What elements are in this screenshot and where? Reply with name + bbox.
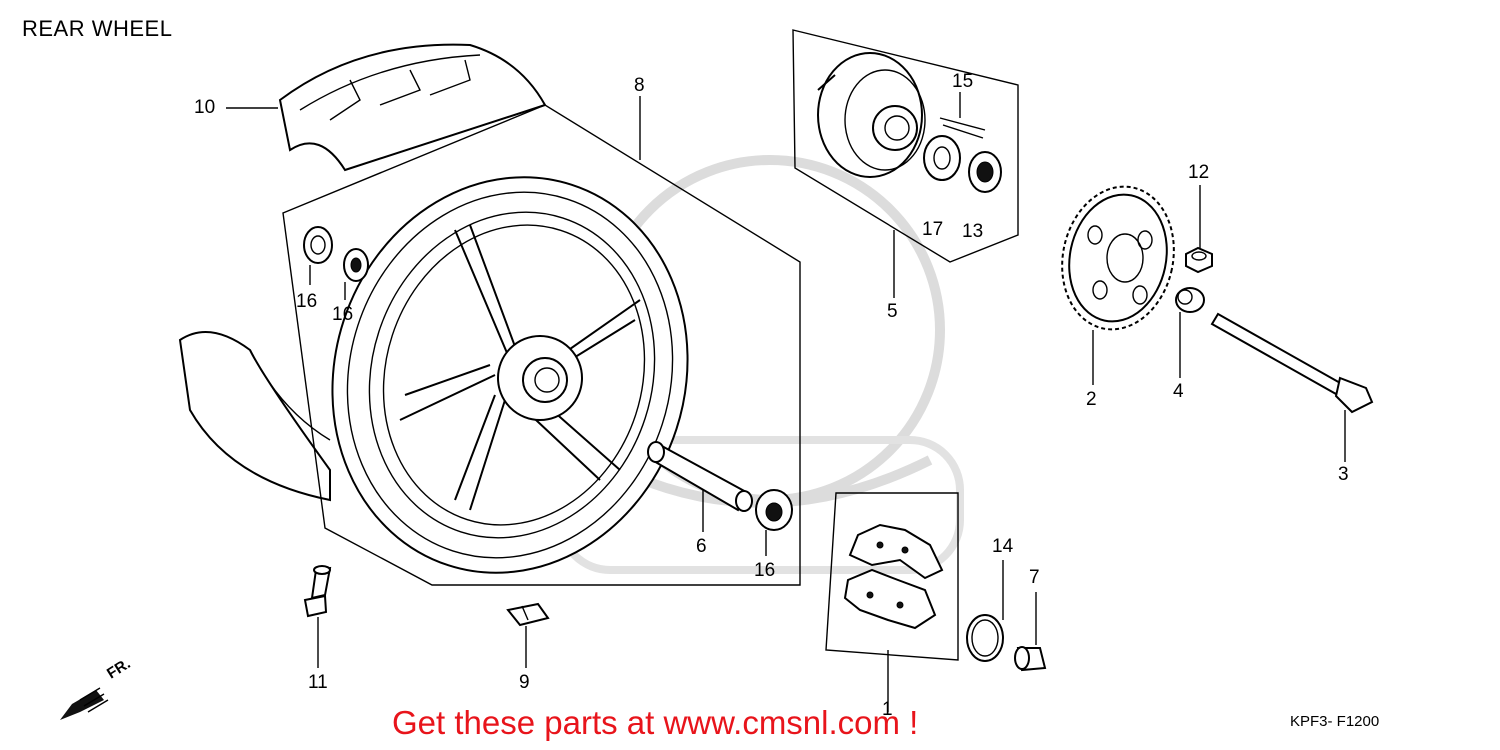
front-direction-arrow-icon	[60, 687, 109, 720]
callout-8: 8	[634, 75, 645, 96]
diagram-code: KPF3- F1200	[1290, 713, 1380, 730]
nut-12	[1185, 246, 1213, 274]
tire-part-10	[178, 43, 547, 502]
bearing-16-lower	[755, 489, 793, 531]
callout-17: 17	[922, 219, 944, 240]
collar-7	[1014, 646, 1047, 672]
damper-group-outline	[825, 492, 959, 661]
hub-group-outline	[792, 29, 1019, 263]
damper-rubber-1	[843, 523, 944, 630]
rear-wheel-rim	[331, 176, 689, 574]
spacer-tube-6	[647, 441, 753, 512]
callout-1: 1	[882, 699, 893, 720]
final-driven-flange-5	[817, 52, 1002, 193]
o-ring-14	[966, 614, 1004, 662]
callout-10: 10	[194, 97, 216, 118]
leader-lines	[226, 92, 1346, 712]
callout-2: 2	[1086, 389, 1097, 410]
wheel-group-outline	[282, 104, 801, 586]
callout-16-c: 16	[754, 560, 776, 581]
diagram-title: REAR WHEEL	[22, 16, 173, 41]
callout-12: 12	[1188, 162, 1210, 183]
callout-13: 13	[962, 221, 984, 242]
callout-16-b: 16	[332, 304, 354, 325]
callout-5: 5	[887, 301, 898, 322]
collar-4	[1175, 287, 1205, 313]
callout-11: 11	[308, 672, 328, 693]
promo-link-text[interactable]: Get these parts at www.cmsnl.com !	[392, 704, 919, 741]
bearing-16-left	[303, 226, 369, 282]
callout-6: 6	[696, 536, 707, 557]
callout-15: 15	[952, 71, 974, 92]
callout-16-a: 16	[296, 291, 318, 312]
callout-14: 14	[992, 536, 1014, 557]
air-valve-11	[303, 565, 332, 618]
callout-4: 4	[1173, 381, 1184, 402]
driven-sprocket-2	[1061, 185, 1175, 331]
callout-3: 3	[1338, 464, 1349, 485]
balance-weight-9	[506, 602, 550, 627]
callout-7: 7	[1029, 567, 1040, 588]
axle-bolt-3	[1210, 312, 1374, 414]
callout-9: 9	[519, 672, 530, 693]
